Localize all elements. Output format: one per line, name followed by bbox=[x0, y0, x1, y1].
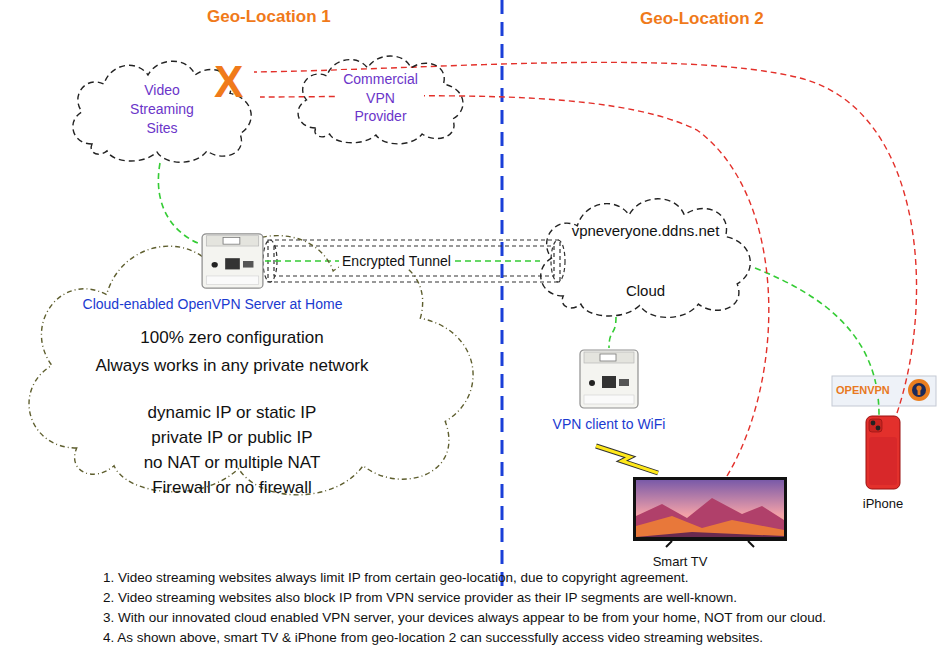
ddns-cloud: vpneveryone.ddns.netCloud bbox=[528, 188, 763, 323]
green-path bbox=[158, 163, 200, 244]
geo-divider bbox=[501, 0, 504, 592]
device-caption: Smart TV bbox=[653, 554, 708, 570]
feature-line: Always works in any private network bbox=[2, 352, 462, 380]
wifi-lightning bbox=[596, 446, 658, 473]
footnote: 3. With our innovated cloud enabled VPN … bbox=[103, 610, 826, 626]
cloud-label: Commercial VPN Provider bbox=[338, 70, 424, 127]
feature-line: no NAT or multiple NAT bbox=[2, 450, 462, 475]
connector-line bbox=[260, 96, 769, 476]
feature-line: 100% zero configuration bbox=[2, 324, 462, 352]
device-caption: Cloud-enabled OpenVPN Server at Home bbox=[83, 296, 343, 313]
lightning-outline bbox=[596, 446, 658, 473]
connector-line bbox=[609, 317, 616, 348]
feature-line: dynamic IP or static IP bbox=[2, 400, 462, 425]
cloud-text-block: Commercial VPN Provider bbox=[288, 48, 473, 148]
feature-line: Firewall or no firewall bbox=[2, 475, 462, 500]
device-caption: VPN client to WiFi bbox=[553, 416, 666, 433]
green-path bbox=[609, 317, 616, 348]
lightning-bolt bbox=[596, 446, 658, 473]
cloud-label: vpneveryone.ddns.net bbox=[572, 222, 720, 240]
openvpn-logo bbox=[832, 376, 936, 406]
region-title: Geo-Location 1 bbox=[207, 7, 331, 27]
feature-list: 100% zero configurationAlways works in a… bbox=[2, 324, 462, 500]
smart-tv-icon bbox=[632, 476, 788, 548]
cloud-outline bbox=[528, 188, 763, 323]
connector-line bbox=[158, 163, 200, 244]
cloud-label: Cloud bbox=[626, 282, 665, 300]
vpn-device-icon bbox=[578, 348, 640, 410]
footnote: 1. Video streaming websites always limit… bbox=[103, 570, 689, 586]
device-caption: iPhone bbox=[863, 496, 903, 512]
iphone: iPhone bbox=[865, 415, 901, 490]
vpn-device-icon bbox=[200, 232, 265, 290]
smart-tv: Smart TV bbox=[632, 476, 788, 548]
blocked-mark: X bbox=[214, 60, 243, 104]
region-title: Geo-Location 2 bbox=[640, 9, 764, 29]
commercial-vpn-cloud: Commercial VPN Provider bbox=[288, 48, 473, 148]
feature-line: private IP or public IP bbox=[2, 425, 462, 450]
edge-label: Encrypted Tunnel bbox=[339, 253, 454, 270]
footnote: 4. As shown above, smart TV & iPhone fro… bbox=[103, 630, 763, 646]
openvpn-logo-text: OPENVPN bbox=[836, 384, 890, 397]
openvpn-server-device: Cloud-enabled OpenVPN Server at Home bbox=[200, 232, 265, 290]
footnote: 2. Video streaming websites also block I… bbox=[103, 590, 737, 606]
red-path bbox=[260, 96, 769, 476]
vpn-client-device: VPN client to WiFi bbox=[578, 348, 640, 410]
iphone-icon bbox=[865, 415, 901, 490]
cloud-label: Video Streaming Sites bbox=[122, 81, 202, 138]
